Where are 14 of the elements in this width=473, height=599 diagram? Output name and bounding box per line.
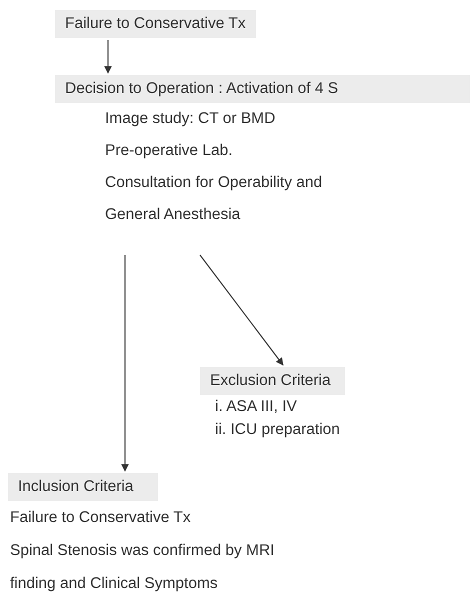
body-text: Image study: CT or BMD bbox=[105, 109, 276, 129]
arrow bbox=[104, 40, 112, 74]
body-text: Failure to Conservative Tx bbox=[10, 508, 191, 528]
arrow bbox=[121, 255, 129, 472]
heading-band: Exclusion Criteria bbox=[200, 367, 345, 395]
heading-band: Decision to Operation : Activation of 4 S bbox=[55, 75, 470, 103]
body-text: ii. ICU preparation bbox=[215, 420, 340, 440]
body-text: Spinal Stenosis was confirmed by MRI finding and Clinical Symptoms bbox=[10, 541, 276, 594]
heading-band: Inclusion Criteria bbox=[8, 473, 158, 501]
body-text: Consultation for Operability and General Anesthesia bbox=[105, 173, 324, 225]
body-text: Pre-operative Lab. bbox=[105, 141, 233, 161]
arrow bbox=[200, 254, 284, 366]
body-text: i. ASA III, IV bbox=[215, 397, 297, 417]
heading-band: Failure to Conservative Tx bbox=[55, 10, 256, 38]
